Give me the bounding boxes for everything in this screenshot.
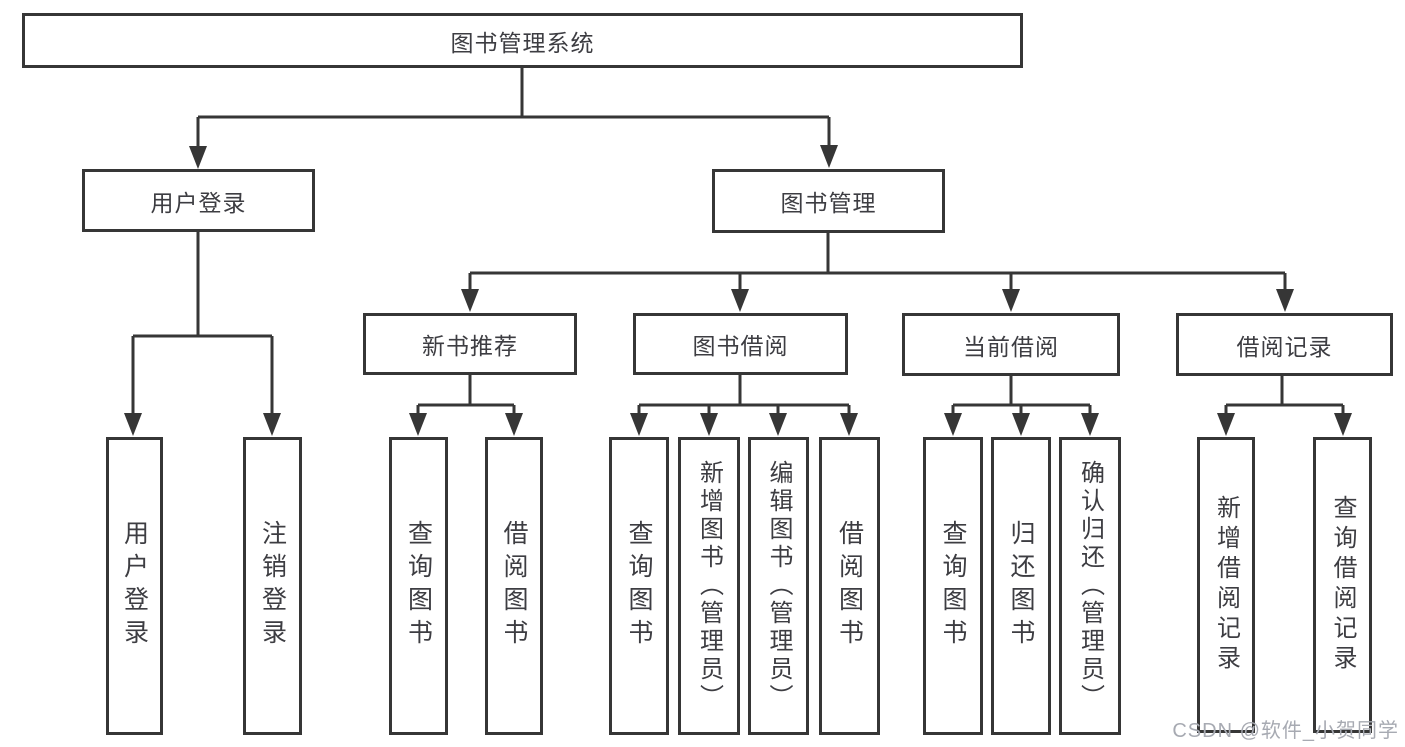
node-current-borrowing: 当前借阅 [902, 313, 1120, 376]
leaf-query-books-borrow: 查询图书 [609, 437, 669, 735]
leaf-query-books-recommend: 查询图书 [389, 437, 448, 735]
node-book-management: 图书管理 [712, 169, 945, 233]
leaf-borrow-books-borrow: 借阅图书 [819, 437, 880, 735]
leaf-logout-login: 注销登录 [243, 437, 302, 735]
leaf-query-borrow-record: 查询借阅记录 [1313, 437, 1372, 733]
leaf-edit-books-admin: 编辑图书（管理员） [748, 437, 809, 735]
node-new-book-recommend: 新书推荐 [363, 313, 577, 375]
leaf-confirm-return-admin: 确认归还（管理员） [1059, 437, 1121, 735]
node-borrowing-records: 借阅记录 [1176, 313, 1393, 376]
node-library-system: 图书管理系统 [22, 13, 1023, 68]
leaf-query-books-current: 查询图书 [923, 437, 983, 735]
leaf-user-login: 用户登录 [106, 437, 163, 735]
leaf-borrow-books-recommend: 借阅图书 [485, 437, 543, 735]
leaf-add-books-admin: 新增图书（管理员） [678, 437, 740, 735]
node-user-login: 用户登录 [82, 169, 315, 232]
leaf-return-books: 归还图书 [991, 437, 1051, 735]
leaf-add-borrow-record: 新增借阅记录 [1197, 437, 1255, 733]
csdn-watermark: CSDN @软件_小贺同学 [1172, 720, 1399, 742]
node-book-borrowing: 图书借阅 [633, 313, 848, 375]
